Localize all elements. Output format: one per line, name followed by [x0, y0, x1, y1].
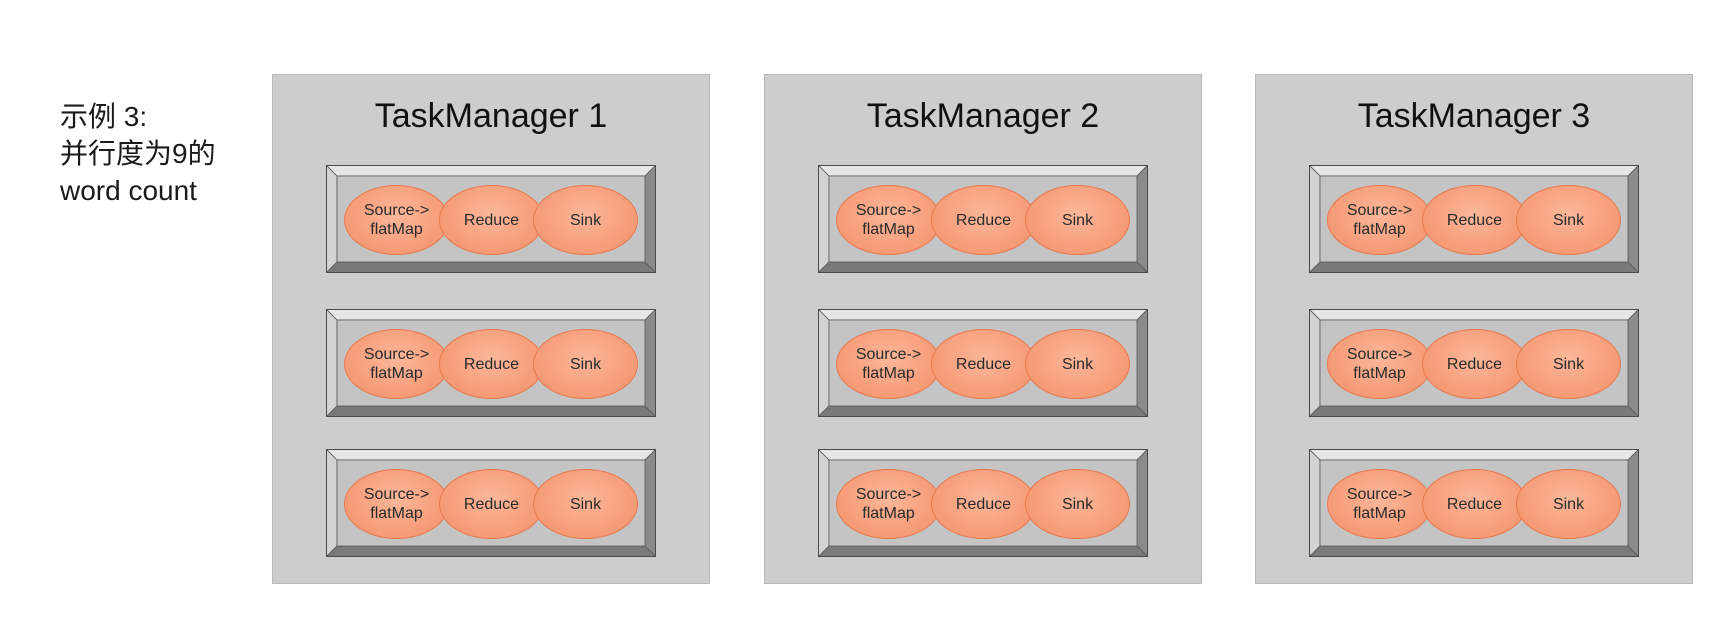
sink-operator: Sink [533, 469, 638, 539]
operator-label: Sink [569, 355, 602, 373]
operator-label: Source-> flatMap [1346, 202, 1413, 238]
operator-label: Reduce [463, 355, 520, 373]
operator-label: Reduce [955, 355, 1012, 373]
operator-label: Reduce [463, 211, 520, 229]
sink-operator: Sink [533, 329, 638, 399]
reduce-operator: Reduce [439, 329, 544, 399]
taskmanager-title: TaskManager 2 [866, 97, 1100, 135]
task-slot: Source-> flatMap Reduce Sink [1309, 449, 1639, 557]
sink-operator: Sink [533, 185, 638, 255]
task-slot: Source-> flatMap Reduce Sink [326, 449, 656, 557]
source-flatmap-operator: Source-> flatMap [1327, 185, 1432, 255]
operator-label: Sink [1061, 495, 1094, 513]
operator-label: Sink [1552, 495, 1585, 513]
operator-label: Source-> flatMap [1346, 346, 1413, 382]
task-slot: Source-> flatMap Reduce Sink [818, 165, 1148, 273]
operator-label: Source-> flatMap [363, 486, 430, 522]
task-slot: Source-> flatMap Reduce Sink [818, 309, 1148, 417]
task-slot: Source-> flatMap Reduce Sink [1309, 165, 1639, 273]
operator-label: Source-> flatMap [855, 486, 922, 522]
reduce-operator: Reduce [1422, 329, 1527, 399]
caption-line: word count [60, 175, 197, 206]
operator-label: Reduce [1446, 495, 1503, 513]
reduce-operator: Reduce [931, 185, 1036, 255]
caption-line: 并行度为9的 [60, 138, 216, 169]
task-slot: Source-> flatMap Reduce Sink [326, 309, 656, 417]
operator-label: Sink [1061, 355, 1094, 373]
source-flatmap-operator: Source-> flatMap [1327, 329, 1432, 399]
source-flatmap-operator: Source-> flatMap [1327, 469, 1432, 539]
operator-label: Sink [1552, 355, 1585, 373]
source-flatmap-operator: Source-> flatMap [836, 185, 941, 255]
reduce-operator: Reduce [439, 469, 544, 539]
sink-operator: Sink [1516, 185, 1621, 255]
reduce-operator: Reduce [439, 185, 544, 255]
operator-label: Source-> flatMap [363, 346, 430, 382]
sink-operator: Sink [1516, 329, 1621, 399]
reduce-operator: Reduce [931, 329, 1036, 399]
operator-label: Reduce [1446, 211, 1503, 229]
operator-label: Reduce [1446, 355, 1503, 373]
source-flatmap-operator: Source-> flatMap [344, 329, 449, 399]
caption-line: 示例 3: [60, 101, 148, 132]
reduce-operator: Reduce [1422, 469, 1527, 539]
sink-operator: Sink [1025, 469, 1130, 539]
operator-label: Sink [1552, 211, 1585, 229]
operator-label: Source-> flatMap [363, 202, 430, 238]
operator-label: Sink [569, 495, 602, 513]
source-flatmap-operator: Source-> flatMap [836, 329, 941, 399]
operator-label: Source-> flatMap [855, 202, 922, 238]
operator-label: Reduce [955, 211, 1012, 229]
source-flatmap-operator: Source-> flatMap [344, 469, 449, 539]
taskmanager-title: TaskManager 3 [1357, 97, 1591, 135]
operator-label: Reduce [955, 495, 1012, 513]
sink-operator: Sink [1025, 185, 1130, 255]
example-caption: 示例 3: 并行度为9的 word count [60, 98, 216, 209]
sink-operator: Sink [1025, 329, 1130, 399]
reduce-operator: Reduce [931, 469, 1036, 539]
source-flatmap-operator: Source-> flatMap [344, 185, 449, 255]
operator-label: Sink [569, 211, 602, 229]
operator-label: Source-> flatMap [855, 346, 922, 382]
task-slot: Source-> flatMap Reduce Sink [1309, 309, 1639, 417]
operator-label: Sink [1061, 211, 1094, 229]
task-slot: Source-> flatMap Reduce Sink [818, 449, 1148, 557]
reduce-operator: Reduce [1422, 185, 1527, 255]
sink-operator: Sink [1516, 469, 1621, 539]
taskmanager-title: TaskManager 1 [374, 97, 608, 135]
source-flatmap-operator: Source-> flatMap [836, 469, 941, 539]
task-slot: Source-> flatMap Reduce Sink [326, 165, 656, 273]
operator-label: Source-> flatMap [1346, 486, 1413, 522]
operator-label: Reduce [463, 495, 520, 513]
